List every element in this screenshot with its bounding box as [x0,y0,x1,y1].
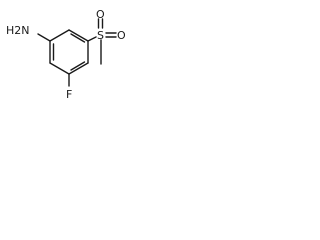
amine-label: H2N [6,24,30,37]
ring-double-bond-inner-2 [70,33,86,43]
fluorine-label: F [66,88,72,101]
oxygen-right-label: O [117,29,126,42]
sulfur-label: S [97,29,104,42]
ring-bond-1 [49,29,70,42]
ring-double-bond-inner-3 [70,61,86,71]
ring-bond-2 [68,29,89,42]
amine-bond [37,33,51,42]
oxygen-top-label: O [96,8,105,21]
ring-bond-5 [49,62,70,75]
ring-bond-4 [68,62,89,75]
chemical-structure-diagram: H2N S O O F [6,8,126,101]
carbon-sulfur-bond [87,36,97,42]
benzene-ring [49,29,89,75]
